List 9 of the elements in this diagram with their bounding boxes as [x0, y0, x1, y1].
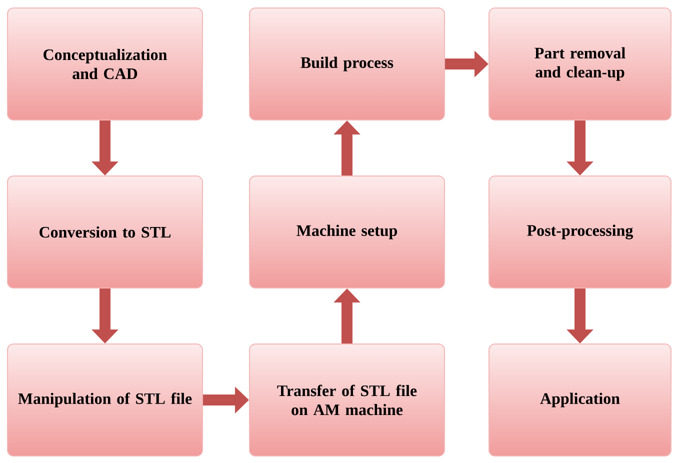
process-box: Post-processing: [488, 176, 672, 288]
process-box: Transfer of STL file on AM machine: [249, 344, 445, 456]
process-box: Application: [488, 344, 672, 456]
process-box: Manipulation of STL file: [7, 344, 203, 456]
process-box: Machine setup: [249, 176, 445, 288]
process-box: Build process: [249, 8, 445, 120]
process-box: Conceptualization and CAD: [7, 8, 203, 120]
process-box: Conversion to STL: [7, 176, 203, 288]
process-box: Part removal and clean-up: [488, 8, 672, 120]
